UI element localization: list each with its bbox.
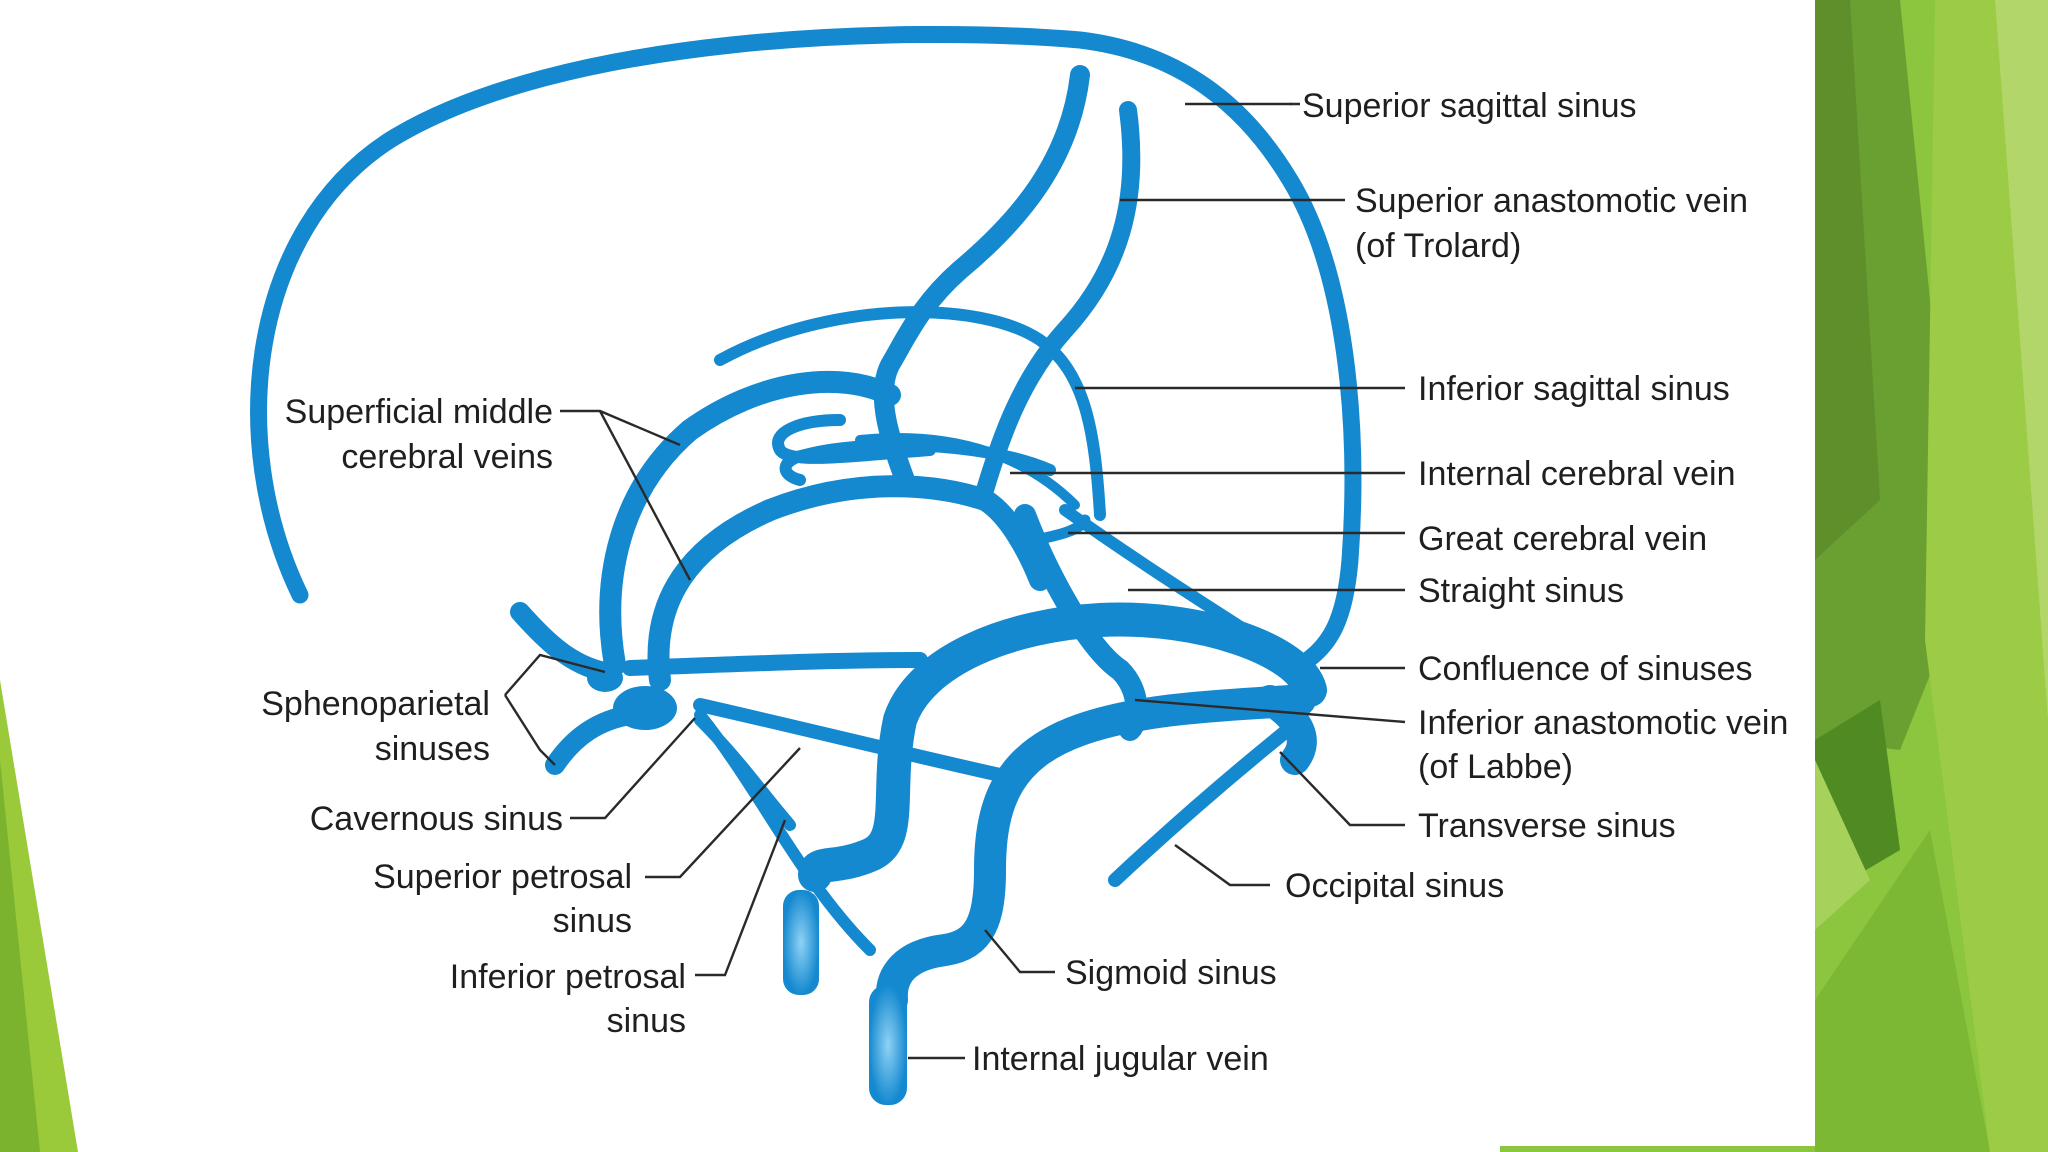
vein-trolard (976, 101, 1141, 499)
vein-cavernous-sinus (613, 686, 677, 730)
label-superior-anastomotic-vein: Superior anastomotic vein (1355, 182, 1748, 220)
label-superficial-middle-cerebral-veins: Superficial middle (285, 393, 553, 431)
label-inferior-petrosal-sinus: Inferior petrosal (450, 958, 686, 996)
diagram-labels: Superior sagittal sinus Superior anastom… (261, 87, 1788, 1078)
label-superior-sagittal-sinus: Superior sagittal sinus (1302, 87, 1637, 125)
label-superior-anastomotic-vein-sub: (of Trolard) (1355, 227, 1521, 265)
label-occipital-sinus: Occipital sinus (1285, 867, 1504, 905)
label-internal-jugular-vein: Internal jugular vein (972, 1040, 1269, 1078)
vein-petrosal-branch (694, 714, 796, 831)
label-great-cerebral-vein: Great cerebral vein (1418, 520, 1707, 558)
label-superior-petrosal-sinus-sub: sinus (553, 902, 632, 940)
vein-cavernous-connection (622, 652, 928, 676)
label-inferior-anastomotic-vein: Inferior anastomotic vein (1418, 704, 1788, 742)
vein-internal-cerebral (855, 433, 1080, 510)
leader-lines (503, 102, 1406, 1060)
label-sphenoparietal-sinuses: Sphenoparietal (261, 685, 490, 723)
vein-superior-anastomotic (873, 65, 1090, 490)
vein-inferior-sagittal-sinus (714, 306, 1106, 521)
vein-superior-petrosal (693, 698, 1007, 782)
vein-jugular-left (783, 890, 819, 995)
vein-occipital-sinus (1108, 713, 1307, 887)
vein-sigmoid-sinus (875, 684, 1316, 1016)
label-confluence-of-sinuses: Confluence of sinuses (1418, 650, 1753, 688)
vein-internal-cerebral-coil-1 (772, 414, 936, 464)
label-superior-petrosal-sinus: Superior petrosal (373, 858, 632, 896)
label-sphenoparietal-sinuses-sub: sinuses (375, 730, 490, 768)
label-cavernous-sinus: Cavernous sinus (310, 800, 563, 838)
left-green-decoration (0, 680, 78, 1152)
label-internal-cerebral-vein: Internal cerebral vein (1418, 455, 1736, 493)
vein-superficial-middle-cerebral-outer (599, 370, 901, 676)
label-straight-sinus: Straight sinus (1418, 572, 1624, 610)
vein-transverse-sinus (798, 602, 1327, 892)
label-superficial-middle-cerebral-veins-sub: cerebral veins (341, 438, 553, 476)
label-inferior-anastomotic-vein-sub: (of Labbe) (1418, 748, 1573, 786)
vein-superficial-middle-cerebral-inner (647, 475, 1051, 691)
vein-internal-jugular (869, 985, 907, 1105)
vein-labbe (1014, 504, 1148, 741)
label-sigmoid-sinus: Sigmoid sinus (1065, 954, 1277, 992)
label-inferior-sagittal-sinus: Inferior sagittal sinus (1418, 370, 1730, 408)
label-inferior-petrosal-sinus-sub: sinus (607, 1002, 686, 1040)
vein-confluence-stub (1255, 685, 1317, 775)
bottom-accent-bar (1500, 1146, 1815, 1152)
label-transverse-sinus: Transverse sinus (1418, 807, 1676, 845)
right-green-decoration (1815, 0, 2048, 1152)
